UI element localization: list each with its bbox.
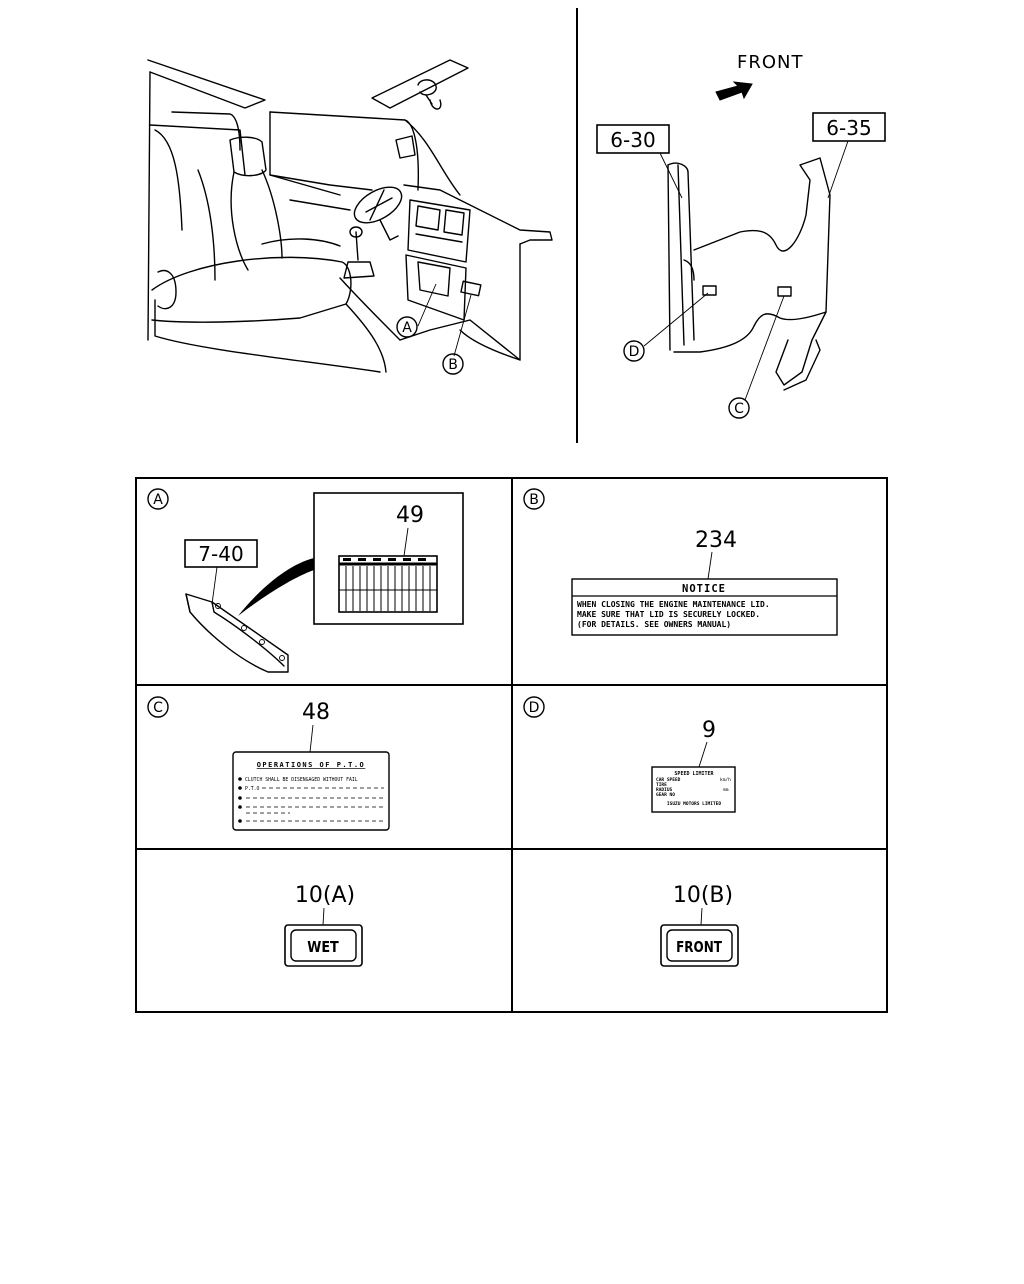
part-number: 10(B) [673, 883, 733, 908]
callout-letter: B [448, 357, 458, 373]
label-unit: mm [723, 788, 729, 793]
label-line: TIRE [656, 782, 667, 788]
panel-letter: A [153, 492, 163, 508]
front-arrow-icon [715, 81, 753, 101]
part-number: 48 [302, 700, 330, 725]
panel-wet-button: 10(A) WET [284, 883, 363, 967]
ref-label: 6-35 [826, 116, 871, 140]
label-line: (FOR DETAILS. SEE OWNERS MANUAL) [577, 620, 731, 629]
label-title: NOTICE [682, 583, 726, 595]
wet-switch-label: WET [284, 924, 363, 967]
panel-letter: B [529, 492, 539, 508]
label-line: CLUTCH SHALL BE DISENGAGED WITHOUT FAIL [245, 777, 358, 783]
panel-front-button: 10(B) FRONT [660, 883, 739, 967]
callout-b-marker: B [442, 294, 472, 375]
label-line: MAKE SURE THAT LID IS SECURELY LOCKED. [577, 610, 760, 619]
cab-interior-overview [147, 59, 553, 373]
notice-label: NOTICE WHEN CLOSING THE ENGINE MAINTENAN… [571, 578, 838, 636]
button-text: WET [307, 939, 339, 956]
ref-label: 6-30 [610, 128, 655, 152]
label-header-block [358, 558, 366, 561]
panel-letter: D [529, 700, 540, 716]
label-title: SPEED LIMITER [674, 771, 714, 777]
front-switch-label: FRONT [660, 924, 739, 967]
zoom-indicator [238, 558, 314, 616]
label-line: GEAR NO [656, 792, 675, 798]
callout-letter: C [734, 401, 744, 417]
part-49-label [338, 555, 438, 613]
label-footer: ISUZU MOTORS LIMITED [667, 801, 721, 807]
ref-box-6-30: 6-30 [596, 124, 683, 199]
direction-indicator: FRONT [715, 52, 804, 101]
speed-limiter-label: SPEED LIMITER CAR SPEED km/h TIRE RADIUS… [651, 766, 736, 813]
callout-a-marker: A [396, 283, 437, 338]
callout-letter: D [629, 344, 640, 360]
label-line: RADIUS [656, 787, 673, 793]
ref-box-label: 7-40 [198, 542, 243, 566]
button-text: FRONT [676, 939, 723, 957]
label-line: CAR SPEED [656, 777, 681, 783]
label-header-block [418, 558, 426, 561]
label-header-block [403, 558, 411, 561]
label-header-block [373, 558, 381, 561]
pto-operation-label: OPERATIONS OF P.T.O CLUTCH SHALL BE DISE… [232, 751, 390, 831]
label-header-block [343, 558, 351, 561]
door-trim-drawing [667, 157, 831, 391]
detail-grid [135, 477, 888, 1013]
part-number: 234 [695, 528, 737, 553]
panel-a: A 7-40 49 [147, 488, 464, 673]
ref-box-6-35: 6-35 [812, 112, 886, 199]
panel-b: B 234 NOTICE WHEN CLOSING THE ENGINE MAI… [523, 488, 838, 636]
panel-letter: C [153, 700, 163, 716]
panel-c: C 48 OPERATIONS OF P.T.O CLUTCH SHALL BE… [147, 696, 390, 831]
part-number: 9 [702, 718, 716, 743]
label-title: OPERATIONS OF P.T.O [257, 761, 366, 769]
callout-letter: A [402, 320, 412, 336]
label-unit: km/h [720, 777, 731, 783]
part-number: 49 [396, 503, 424, 528]
direction-label: FRONT [737, 52, 804, 73]
panel-d: D 9 SPEED LIMITER CAR SPEED km/h TIRE RA… [523, 696, 736, 813]
part-number: 10(A) [295, 883, 355, 908]
maintenance-lid-part [185, 593, 289, 673]
callout-c-marker: C [728, 295, 785, 419]
label-line: P.T.O [245, 786, 260, 792]
label-line: WHEN CLOSING THE ENGINE MAINTENANCE LID. [577, 600, 770, 609]
label-header-block [388, 558, 396, 561]
callout-d-marker: D [623, 292, 709, 362]
